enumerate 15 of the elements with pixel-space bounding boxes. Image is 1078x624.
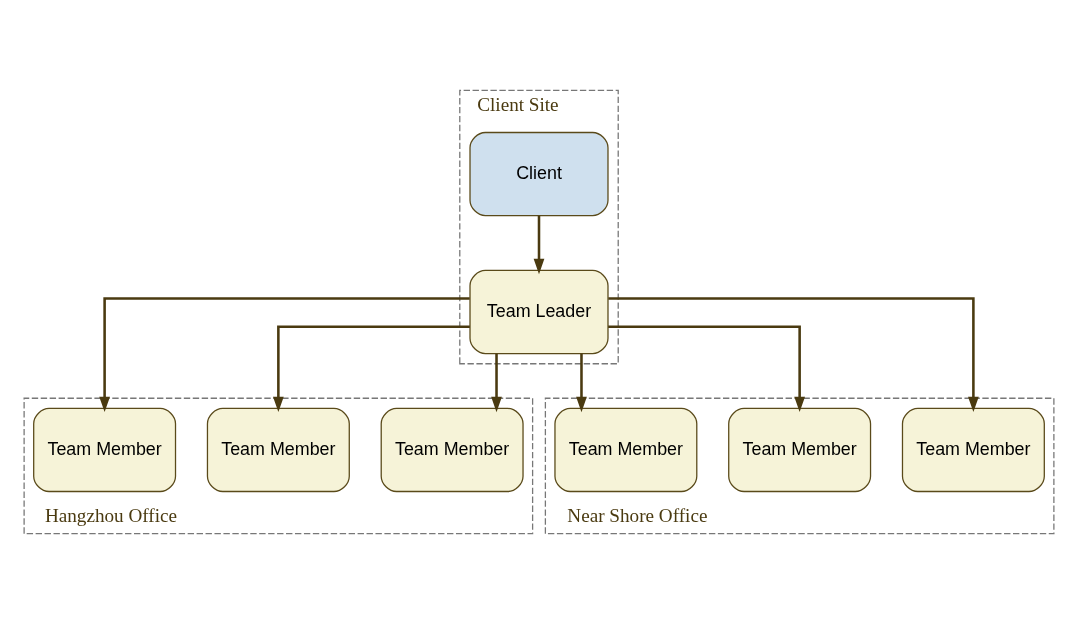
node-box: Team Member — [728, 407, 872, 493]
node-box: Team Member — [206, 407, 350, 493]
node-box: Team Leader — [469, 269, 609, 355]
arrow — [273, 325, 470, 413]
node-box: Team Member — [901, 407, 1045, 493]
arrow — [576, 353, 587, 413]
arrow — [99, 297, 470, 413]
arrow — [533, 215, 545, 275]
node-box: Client — [469, 131, 609, 217]
arrow — [608, 325, 805, 413]
node-box: Team Member — [554, 407, 698, 493]
arrow — [491, 353, 502, 413]
node-box: Team Member — [380, 407, 524, 493]
node-box: Team Member — [33, 407, 177, 493]
arrow — [608, 297, 979, 413]
